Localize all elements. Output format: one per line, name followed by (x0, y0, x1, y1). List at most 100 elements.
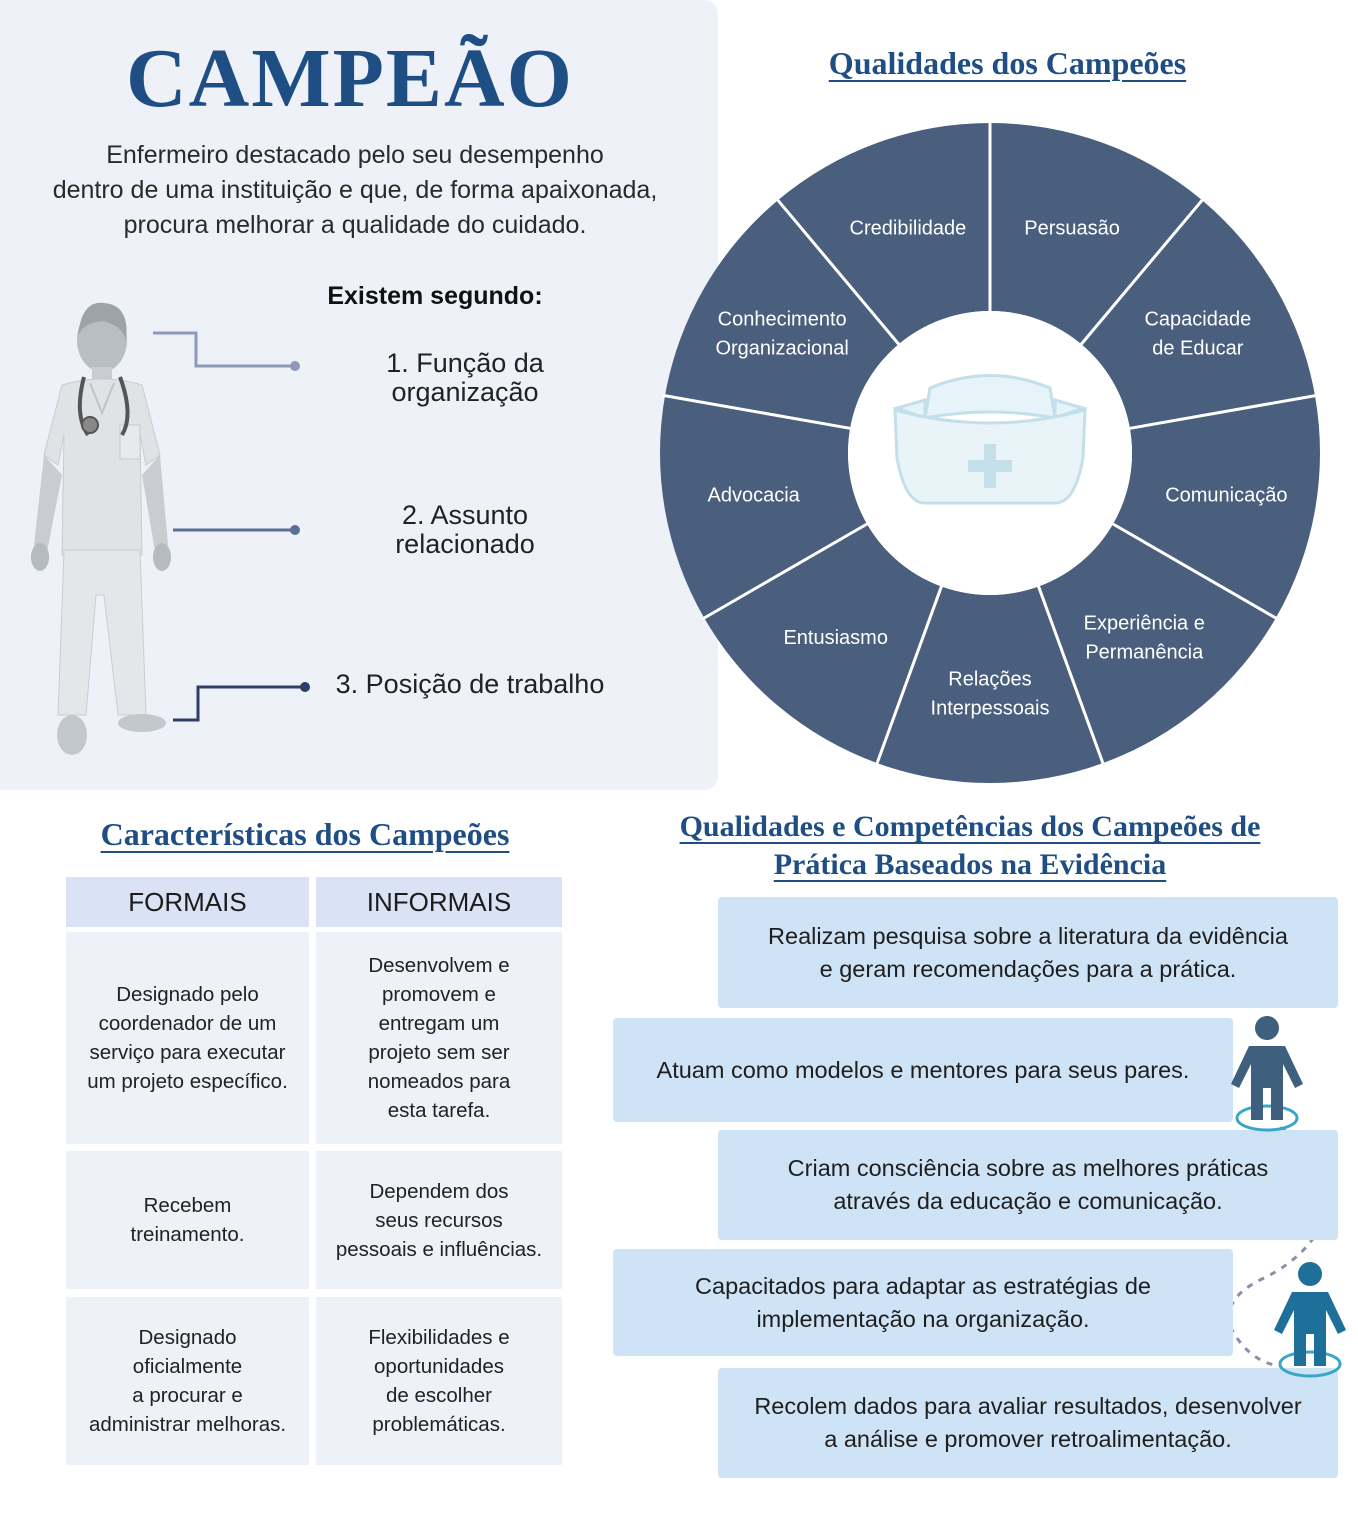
ebp-item-line: Capacitados para adaptar as estratégias … (695, 1272, 1151, 1299)
ebp-item-line: Realizam pesquisa sobre a literatura da … (768, 922, 1288, 949)
cell-line: esta tarefa. (387, 1099, 491, 1122)
cell-line: oficialmente (132, 1355, 243, 1378)
dashed-connector (1227, 1126, 1335, 1368)
cell-line: entregam um (378, 1012, 500, 1035)
cell-line: seus recursos (375, 1208, 503, 1232)
cell-line: administrar melhoras. (88, 1413, 287, 1436)
connector-dot (290, 525, 300, 535)
wheel-segment (660, 395, 868, 618)
wheel-divider (1078, 197, 1205, 347)
cell-line: pessoais e influências. (335, 1237, 543, 1261)
connector-line (173, 685, 305, 722)
cell-line: treinamento. (130, 1223, 245, 1246)
ebp-item: Atuam como modelos e mentores para seus … (613, 1018, 1233, 1122)
cell-line: um projeto específico. (87, 1070, 288, 1093)
cell-line: de escolher (386, 1384, 492, 1407)
table-cell: Recebem treinamento. (66, 1151, 309, 1289)
wheel-divider (1036, 584, 1105, 766)
connector-line (153, 331, 295, 368)
table-cell: Dependem dos seus recursos pessoais e in… (316, 1151, 562, 1289)
cell-line: projeto sem ser (368, 1041, 510, 1064)
ebp-item-line: e geram recomendações para a prática. (819, 955, 1237, 982)
wheel-divider (775, 197, 902, 347)
wheel-divider (701, 521, 870, 621)
table-cell: Flexibilidades e oportunidades de escolh… (316, 1297, 562, 1465)
wheel-segment (990, 123, 1203, 345)
table-cell: Designado oficialmente a procurar e admi… (66, 1297, 309, 1465)
cell-line: Flexibilidades e (368, 1326, 510, 1349)
criterion-item: 3. Posição de trabalho (320, 670, 620, 699)
cell-line: promovem e (382, 983, 496, 1006)
ebp-item-line: Criam consciência sobre as melhores prát… (787, 1155, 1269, 1181)
definition-line: dentro de uma instituição e que, de form… (52, 176, 658, 204)
ebp-item: Capacitados para adaptar as estratégias … (613, 1249, 1233, 1356)
cell-line: coordenador de um (98, 1012, 277, 1035)
nurse-cap-icon (892, 374, 1088, 505)
wheel-segment (877, 586, 1103, 783)
page-title: CAMPEÃO (126, 32, 574, 125)
criterion-line: 2. Assunto (401, 500, 529, 530)
ebp-item: Criam consciência sobre as melhores prát… (718, 1130, 1338, 1240)
wheel-label: Advocacia (708, 485, 801, 507)
cell-line: serviço para executar (89, 1041, 286, 1064)
ebp-item: Realizam pesquisa sobre a literatura da … (718, 897, 1338, 1008)
wheel-label: Persuasão (1024, 217, 1120, 239)
cell-line: Designado pelo (116, 983, 259, 1006)
cell-line: Desenvolvem e (368, 954, 510, 977)
criterion-line: relacionado (395, 529, 535, 559)
wheel-label: Entusiasmo (783, 627, 888, 649)
criterion-item: 2. Assunto relacionado (345, 501, 585, 559)
ebp-item-line: a análise e promover retroalimentação. (824, 1426, 1232, 1452)
cell-line: problemáticas. (372, 1413, 506, 1436)
criterion-line: organização (391, 377, 539, 407)
criterion-item: 1. Função da organização (345, 349, 585, 407)
ebp-heading-line: Prática Baseados na Evidência (773, 848, 1167, 881)
definition-line: procura melhorar a qualidade do cuidado. (123, 211, 587, 239)
criteria-heading: Existem segundo: (327, 282, 543, 310)
wheel-divider (662, 393, 853, 431)
table-cell: Designado pelo coordenador de um serviço… (66, 932, 309, 1144)
ebp-item: Recolem dados para avaliar resultados, d… (718, 1368, 1338, 1478)
ebp-heading: Qualidades e Competências dos Campeões d… (620, 808, 1320, 884)
characteristics-heading: Características dos Campeões (100, 816, 510, 852)
criterion-line: 3. Posição de trabalho (335, 669, 605, 699)
ebp-item-line: Recolem dados para avaliar resultados, d… (754, 1393, 1302, 1419)
cell-line: oportunidades (374, 1355, 504, 1378)
column-header-informais: INFORMAIS (316, 877, 562, 927)
cell-line: Recebem (143, 1194, 232, 1217)
cell-line: Designado (138, 1326, 237, 1349)
wheel-divider (1127, 393, 1318, 431)
wheel-label: Comunicação (1165, 485, 1287, 507)
wheel-divider (875, 584, 944, 766)
cell-line: Dependem dos (369, 1179, 509, 1203)
column-header-formais: FORMAIS (66, 877, 309, 927)
wheel-segment (777, 122, 990, 345)
person-icon (1231, 1016, 1303, 1132)
criterion-line: 1. Função da (386, 348, 544, 378)
champion-definition: Enfermeiro destacado pelo seu desempenho… (10, 138, 700, 243)
qualities-heading: Qualidades dos Campeões (828, 45, 1187, 81)
wheel-segment (1112, 395, 1320, 618)
definition-line: Enfermeiro destacado pelo seu desempenho (106, 141, 604, 169)
ebp-heading-line: Qualidades e Competências dos Campeões d… (679, 810, 1261, 843)
cell-line: a procurar e (132, 1384, 243, 1407)
wheel-segment (665, 200, 899, 429)
cell-line: nomeados para (367, 1070, 511, 1093)
nurse-figure-icon (31, 302, 171, 755)
connector-dot (300, 682, 310, 692)
person-icon (1274, 1262, 1346, 1378)
ebp-item-line: através da educação e comunicação. (833, 1188, 1223, 1214)
wheel-label: Credibilidade (850, 217, 967, 239)
ebp-item-line: implementação na organização. (756, 1305, 1090, 1332)
ebp-item-line: Atuam como modelos e mentores para seus … (656, 1056, 1190, 1083)
wheel-divider (1110, 521, 1279, 621)
wheel-segment (1081, 200, 1315, 429)
connector-dot (290, 361, 300, 371)
table-cell: Desenvolvem e promovem e entregam um pro… (316, 932, 562, 1144)
criteria-connectors (153, 331, 310, 722)
